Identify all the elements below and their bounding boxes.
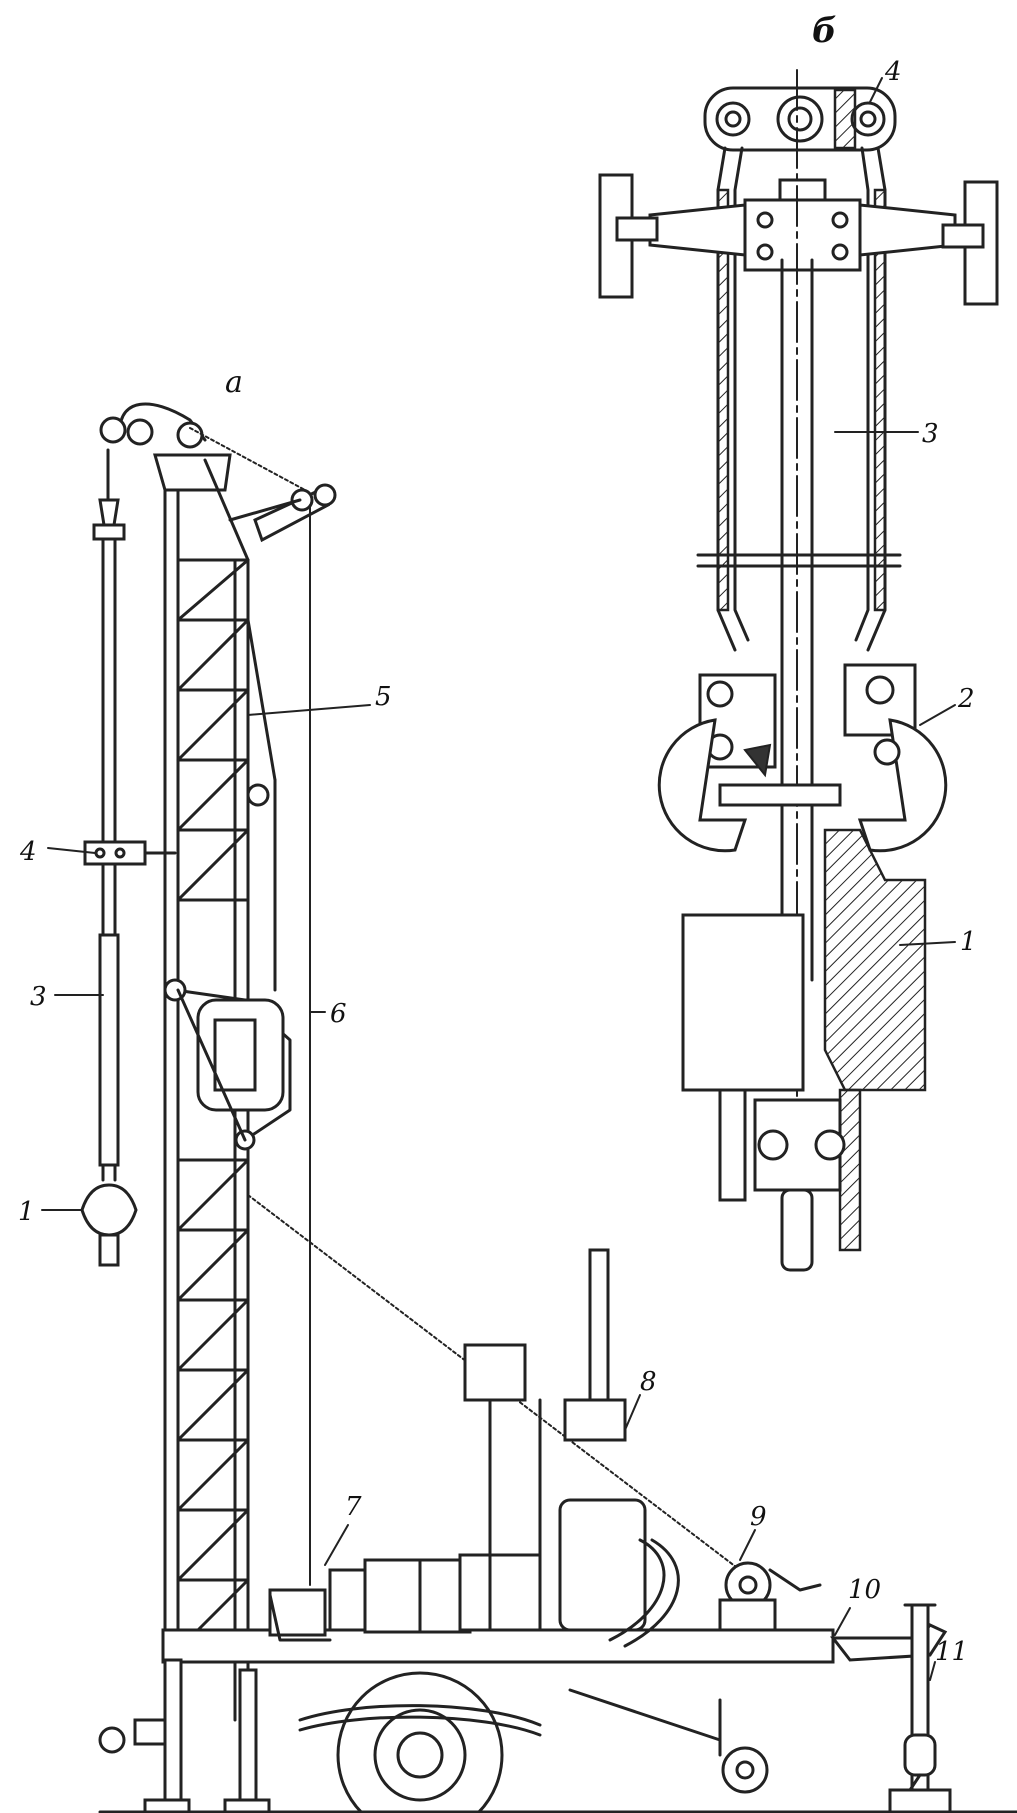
top-crosshead bbox=[703, 86, 897, 152]
callout-a-9: 9 bbox=[750, 1502, 767, 1532]
view-b-title: б bbox=[812, 11, 837, 51]
trailer bbox=[161, 1248, 948, 1664]
running-gear bbox=[98, 1658, 769, 1813]
detail-view-b: б bbox=[598, 11, 999, 1272]
callout-b-4: 4 bbox=[884, 57, 902, 87]
callout-a-5: 5 bbox=[375, 682, 392, 712]
callout-a-10: 10 bbox=[848, 1575, 881, 1605]
callout-b-2: 2 bbox=[957, 684, 975, 714]
callout-a-1: 1 bbox=[18, 1197, 35, 1227]
callout-a-4: 4 bbox=[19, 837, 37, 867]
rotator-carriage bbox=[657, 663, 948, 1272]
drill-string bbox=[80, 448, 177, 1267]
callout-a-6: 6 bbox=[330, 999, 347, 1029]
view-a-title: a bbox=[225, 365, 243, 400]
rig-view-a: a bbox=[18, 365, 1017, 1813]
auger bbox=[888, 1603, 952, 1813]
callout-a-11: 11 bbox=[935, 1637, 968, 1667]
callout-a-8: 8 bbox=[640, 1367, 657, 1397]
callout-b-3: 3 bbox=[922, 419, 939, 449]
callouts-view-a: 4 3 1 5 6 7 8 9 10 11 bbox=[18, 682, 968, 1681]
upper-traverse bbox=[598, 173, 999, 306]
callout-b-1: 1 bbox=[960, 927, 977, 957]
callout-a-3: 3 bbox=[30, 982, 47, 1012]
mast-carriage bbox=[163, 618, 292, 1151]
mast-head bbox=[99, 402, 337, 543]
callouts-view-b: 4 3 2 1 bbox=[834, 57, 977, 957]
callout-a-7: 7 bbox=[345, 1492, 362, 1522]
